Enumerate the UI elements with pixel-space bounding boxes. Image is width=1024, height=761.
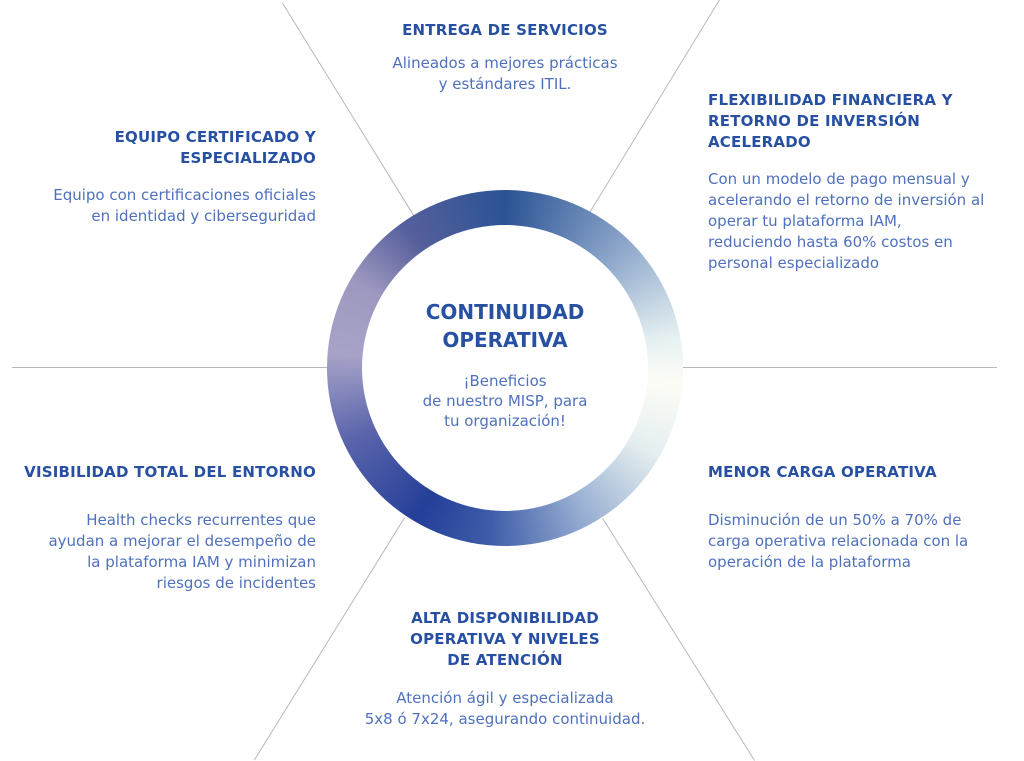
body-line: Atención ágil y especializada [396, 689, 614, 707]
center-subtitle: ¡Beneficios de nuestro MISP, para tu org… [362, 371, 648, 431]
body-line: reduciendo hasta 60% costos en [708, 233, 953, 251]
benefit-title-financial: FLEXIBILIDAD FINANCIERA Y RETORNO DE INV… [708, 90, 953, 153]
ring-center [362, 225, 648, 511]
body-line: Disminución de un 50% a 70% de [708, 511, 962, 529]
title-line: VISIBILIDAD TOTAL DEL ENTORNO [24, 463, 316, 481]
body-line: personal especializado [708, 254, 880, 272]
center-subtitle-line: ¡Beneficios [463, 372, 547, 390]
body-line: en identidad y ciberseguridad [91, 207, 316, 225]
title-line: MENOR CARGA OPERATIVA [708, 463, 937, 481]
benefit-body-visibility: Health checks recurrentes que ayudan a m… [48, 510, 316, 594]
title-line: ALTA DISPONIBILIDAD [411, 609, 599, 627]
benefit-title-services: ENTREGA DE SERVICIOS [355, 20, 655, 41]
body-line: Con un modelo de pago mensual y [708, 170, 970, 188]
body-line: carga operativa relacionada con la [708, 532, 969, 550]
title-line: FLEXIBILIDAD FINANCIERA Y [708, 91, 953, 109]
center-subtitle-line: de nuestro MISP, para [422, 392, 588, 410]
body-line: 5x8 ó 7x24, asegurando continuidad. [364, 710, 646, 728]
body-line: Equipo con certificaciones oficiales [53, 186, 316, 204]
center-title-line: OPERATIVA [442, 328, 568, 352]
body-line: Alineados a mejores prácticas [392, 54, 618, 72]
center-subtitle-line: tu organización! [444, 412, 566, 430]
body-line: operar tu plataforma IAM, [708, 212, 902, 230]
title-line: DE ATENCIÓN [447, 651, 563, 669]
benefit-body-load: Disminución de un 50% a 70% de carga ope… [708, 510, 968, 573]
body-line: Health checks recurrentes que [86, 511, 316, 529]
title-line: OPERATIVA Y NIVELES [410, 630, 600, 648]
divider-left [12, 367, 328, 368]
benefit-title-load: MENOR CARGA OPERATIVA [708, 462, 937, 483]
divider-right [683, 367, 997, 368]
benefit-title-team: EQUIPO CERTIFICADO Y ESPECIALIZADO [115, 127, 316, 169]
title-line: RETORNO DE INVERSIÓN [708, 112, 921, 130]
title-line: ENTREGA DE SERVICIOS [402, 21, 608, 39]
body-line: riesgos de incidentes [156, 574, 316, 592]
title-line: EQUIPO CERTIFICADO Y [114, 128, 316, 146]
body-line: la plataforma IAM y minimizan [87, 553, 316, 571]
benefit-body-services: Alineados a mejores prácticas y estándar… [330, 53, 680, 95]
body-line: operación de la plataforma [708, 553, 911, 571]
title-line: ESPECIALIZADO [180, 149, 316, 167]
benefit-title-availability: ALTA DISPONIBILIDAD OPERATIVA Y NIVELES … [355, 608, 655, 671]
center-title: CONTINUIDAD OPERATIVA [362, 298, 648, 354]
body-line: acelerando el retorno de inversión al [708, 191, 985, 209]
body-line: ayudan a mejorar el desempeño de [48, 532, 316, 550]
benefit-title-visibility: VISIBILIDAD TOTAL DEL ENTORNO [24, 462, 316, 483]
benefit-body-team: Equipo con certificaciones oficiales en … [53, 185, 316, 227]
body-line: y estándares ITIL. [438, 75, 572, 93]
center-title-line: CONTINUIDAD [425, 300, 585, 324]
benefit-body-availability: Atención ágil y especializada 5x8 ó 7x24… [320, 688, 690, 730]
benefit-body-financial: Con un modelo de pago mensual y aceleran… [708, 169, 984, 274]
title-line: ACELERADO [708, 133, 811, 151]
